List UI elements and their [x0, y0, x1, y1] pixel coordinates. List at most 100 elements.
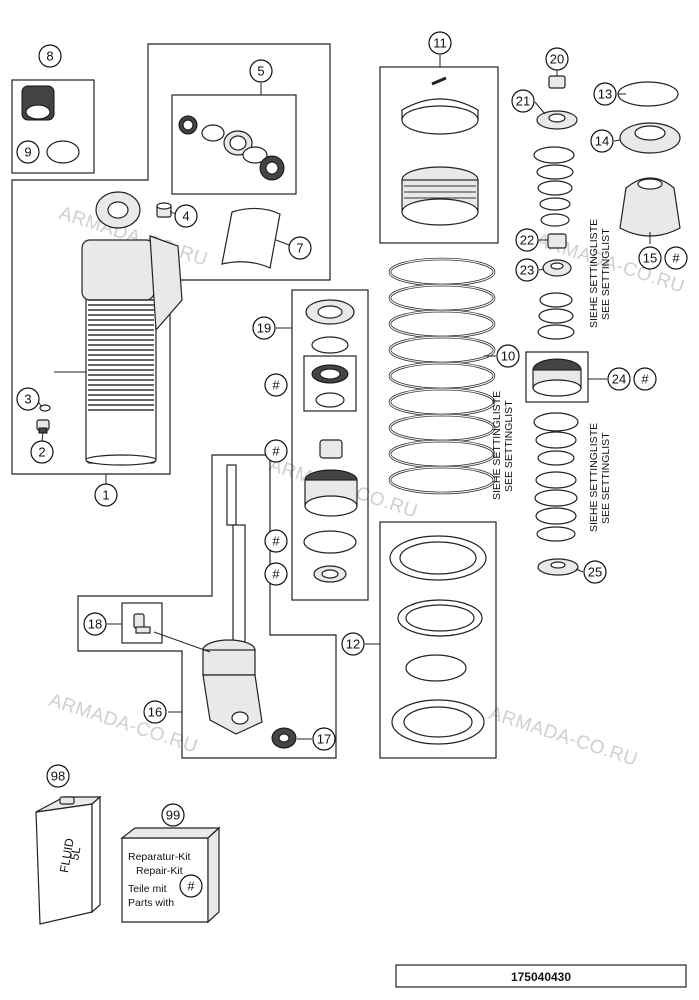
callout-21: 21 — [511, 89, 535, 113]
fluid-can-label-line2: 5L — [67, 845, 83, 861]
callout-label: 3 — [24, 392, 31, 407]
callout-98: 98 — [46, 764, 70, 788]
callout-15-hash: # — [664, 246, 688, 270]
callout-hash-a: # — [264, 373, 288, 397]
callout-14: 14 — [590, 129, 614, 153]
setting-list-de: SIEHE SETTINGLISTE — [491, 391, 503, 500]
part-5-seal-kit — [178, 115, 285, 181]
callout-12: 12 — [341, 632, 365, 656]
watermark-text: ARMADA-CO.RU — [46, 690, 200, 758]
part-15-bump-stop — [619, 177, 681, 237]
callout-11: 11 — [428, 31, 452, 55]
callout-19: 19 — [252, 316, 276, 340]
callout-13: 13 — [593, 82, 617, 106]
setting-list-label-upper: SIEHE SETTINGLISTE SEE SETTINGLIST — [588, 219, 612, 328]
callout-label: 20 — [550, 52, 564, 67]
part-11-clamp — [401, 76, 479, 226]
callout-4: 4 — [174, 204, 198, 228]
repair-kit-hash-symbol: # — [179, 874, 203, 898]
part-24-piston — [532, 358, 582, 397]
callout-label: 4 — [182, 209, 189, 224]
frame-part-19-sub — [303, 355, 357, 412]
part-2-screw — [36, 419, 50, 434]
callout-16: 16 — [143, 700, 167, 724]
callout-label: 98 — [51, 769, 65, 784]
callout-label: 17 — [317, 732, 331, 747]
callout-24: 24 — [607, 367, 631, 391]
callout-label: # — [272, 534, 280, 549]
shim-stack-lower — [533, 412, 579, 542]
repair-kit-line3: Teile mit — [128, 883, 167, 895]
shim-stack-middle — [537, 292, 575, 340]
callout-label: 8 — [46, 49, 53, 64]
callout-hash-b: # — [264, 439, 288, 463]
callout-hash-d: # — [264, 562, 288, 586]
callout-label: 23 — [520, 263, 534, 278]
callout-22: 22 — [515, 228, 539, 252]
callout-label: # — [272, 444, 280, 459]
callout-label: 1 — [102, 488, 109, 503]
repair-kit-box: Reparatur-Kit Repair-Kit Teile mit Parts… — [120, 826, 221, 924]
frame-group-11 — [379, 66, 499, 244]
setting-list-en: SEE SETTINGLIST — [503, 400, 515, 492]
callout-label: 24 — [612, 372, 626, 387]
setting-list-en: SEE SETTINGLIST — [600, 228, 612, 320]
frame-part-18 — [121, 602, 163, 644]
callout-label: 14 — [595, 134, 609, 149]
callout-label: # — [641, 372, 649, 387]
repair-kit-line2: Repair-Kit — [136, 865, 183, 877]
part-17-bushing — [271, 727, 297, 749]
callout-label: 25 — [588, 565, 602, 580]
callout-label: 21 — [516, 94, 530, 109]
shim-stack-upper — [533, 146, 575, 227]
setting-list-de: SIEHE SETTINGLISTE — [588, 423, 600, 532]
part-25-washer — [537, 558, 579, 576]
callout-2: 2 — [30, 440, 54, 464]
part-16-shaft-clevis — [202, 464, 263, 735]
frame-document-number — [395, 964, 687, 988]
callout-label: 13 — [598, 87, 612, 102]
setting-list-label-lower: SIEHE SETTINGLISTE SEE SETTINGLIST — [588, 423, 612, 532]
part-12-washers — [389, 535, 487, 745]
callout-23: 23 — [515, 258, 539, 282]
callout-99: 99 — [161, 803, 185, 827]
part-7-sleeve — [221, 207, 281, 269]
callout-24-hash: # — [633, 367, 657, 391]
part-22-spacer — [547, 233, 567, 249]
callout-label: # — [272, 567, 280, 582]
fluid-can: FLUID 5L — [35, 795, 102, 925]
frame-part-24 — [525, 351, 589, 403]
callout-7: 7 — [288, 236, 312, 260]
callout-label: 22 — [520, 233, 534, 248]
callout-10: 10 — [496, 344, 520, 368]
callout-label: 19 — [257, 321, 271, 336]
part-9-oring — [46, 140, 80, 164]
callout-label: 12 — [346, 637, 360, 652]
part-4-valve-cap — [156, 202, 172, 218]
watermark-text: ARMADA-CO.RU — [486, 703, 640, 771]
callout-25: 25 — [583, 560, 607, 584]
callout-label: 5 — [257, 64, 264, 79]
callout-18: 18 — [83, 612, 107, 636]
callout-15: 15 — [638, 246, 662, 270]
callout-label: # — [272, 378, 280, 393]
callout-label: # — [187, 879, 195, 894]
callout-label: 99 — [166, 808, 180, 823]
callout-17: 17 — [312, 727, 336, 751]
repair-kit-line1: Reparatur-Kit — [128, 851, 191, 863]
setting-list-de: SIEHE SETTINGLISTE — [588, 219, 600, 328]
callout-20: 20 — [545, 47, 569, 71]
leader-lines — [35, 55, 651, 740]
part-23-nut — [542, 259, 572, 277]
callout-label: 10 — [501, 349, 515, 364]
part-10-spring — [388, 257, 496, 495]
frame-group-5 — [171, 94, 297, 195]
part-19-stack — [303, 299, 358, 583]
callout-hash-c: # — [264, 529, 288, 553]
callout-1: 1 — [94, 483, 118, 507]
callout-label: 11 — [433, 36, 447, 51]
part-14-cap — [619, 122, 681, 154]
callout-5: 5 — [249, 59, 273, 83]
shock-absorber-body — [81, 191, 183, 466]
